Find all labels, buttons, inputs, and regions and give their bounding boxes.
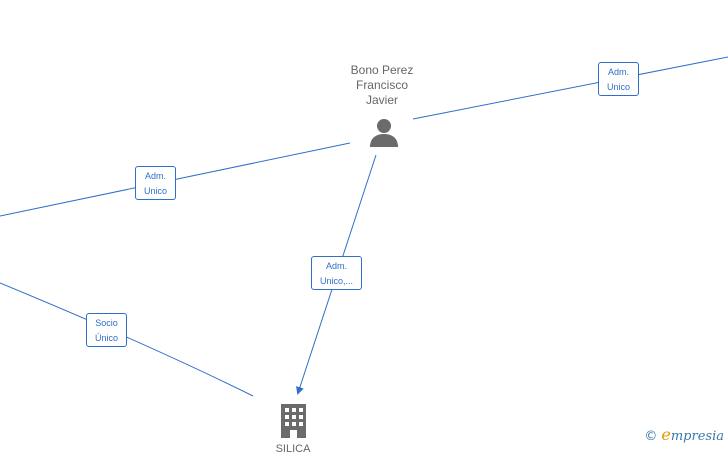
- copyright-symbol: ©: [644, 429, 658, 444]
- person-name[interactable]: Bono Perez Francisco Javier: [332, 63, 432, 108]
- person-name-line: Francisco: [355, 78, 408, 92]
- brand-logo-e: e: [661, 425, 671, 444]
- brand-name: mpresia: [670, 429, 724, 444]
- edge-label-line: Adm.: [607, 67, 629, 77]
- edge-label-line: Único: [94, 333, 118, 343]
- edge-label-adm-unico-right[interactable]: Adm. Unico: [598, 62, 639, 96]
- edge-label-adm-unico-left[interactable]: Adm. Unico: [135, 166, 176, 200]
- edge-label-socio-unico[interactable]: Socio Único: [86, 313, 127, 347]
- person-icon[interactable]: [370, 119, 398, 147]
- edge-label-line: Adm.: [144, 171, 166, 181]
- edge-label-line: Unico: [143, 186, 167, 196]
- person-name-line: Javier: [365, 93, 398, 107]
- edge-label-line: Unico,...: [319, 276, 353, 286]
- edge-label-line: Socio: [95, 318, 118, 328]
- edge-label-line: Adm.: [325, 261, 347, 271]
- edge-label-adm-unico-company[interactable]: Adm. Unico,...: [311, 256, 362, 290]
- edge-line-socio-unico: [0, 282, 254, 397]
- person-name-line: Bono Perez: [350, 63, 414, 77]
- edge-label-line: Unico: [606, 82, 630, 92]
- empresia-watermark: ©empresia: [644, 425, 724, 444]
- edge-line-adm-unico-right: [412, 56, 728, 120]
- building-icon[interactable]: [281, 404, 306, 438]
